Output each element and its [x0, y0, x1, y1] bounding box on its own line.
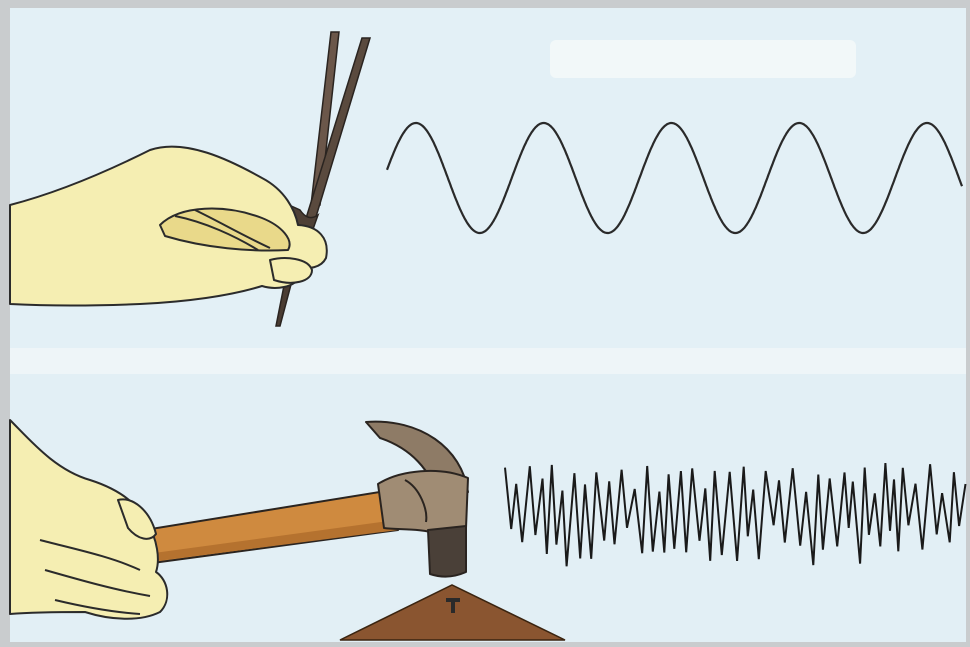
nail-head [446, 598, 460, 602]
hammer-face [428, 526, 466, 577]
nail-shank [451, 602, 455, 613]
panel-divider [10, 348, 966, 374]
top-panel-blank-label [550, 40, 856, 78]
glove-fingertip [270, 258, 312, 283]
